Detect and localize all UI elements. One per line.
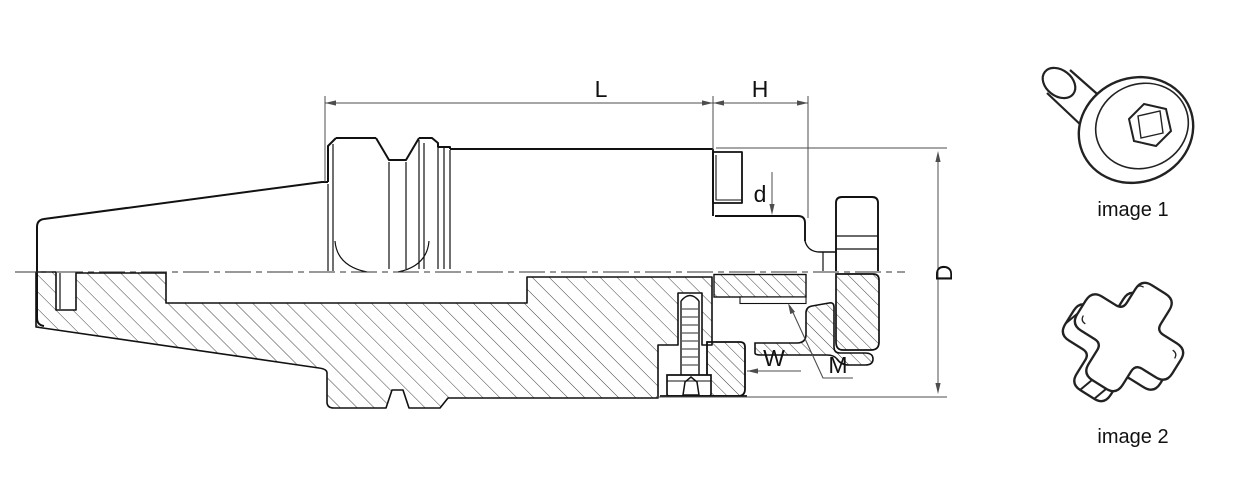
dim-label-H: H [752, 76, 769, 102]
arrow-D-bottom [935, 383, 941, 394]
inset-caption-1: image 1 [1097, 199, 1168, 221]
arbor-body-section [35, 271, 713, 409]
flange-top-right [419, 137, 451, 149]
spigot-fillet-washer [804, 240, 836, 253]
cross-key-edge-2 [1079, 379, 1093, 391]
arrow-d-down [769, 204, 775, 215]
clamp-screw-head-section [835, 273, 880, 351]
arrow-H-right [797, 100, 808, 106]
dimensions [324, 96, 947, 398]
arrow-H-left [713, 100, 724, 106]
flange-projection-lines [59, 140, 451, 309]
section-lower-half [35, 271, 880, 409]
dim-label-W: W [763, 345, 785, 371]
pilot-spigot-outline [715, 215, 806, 241]
cutter-hub-section [754, 302, 874, 366]
dim-label-d: d [754, 181, 767, 207]
hex-socket-inner [1137, 110, 1164, 139]
dim-label-D: D [931, 265, 957, 282]
elevation-upper-half [36, 137, 879, 397]
cross-key-front-face [1073, 281, 1185, 393]
flange-front-face [327, 137, 337, 182]
screw-shank-dome [680, 294, 700, 302]
screw-shank-end [1041, 66, 1077, 100]
screw-thread-ticks [682, 308, 698, 366]
cross-key-face-detail-3 [1081, 315, 1086, 325]
dimension-arrowheads [325, 100, 941, 394]
arrow-L-left [325, 100, 336, 106]
hub-section-block [713, 273, 807, 298]
leader-line-M [789, 305, 853, 379]
inset-image-1-screw [1041, 66, 1195, 185]
taper-shank-top-edge [43, 181, 328, 220]
bore-fillet-arc-right [397, 240, 430, 273]
drive-key-section-block [706, 341, 746, 397]
drive-key-elevation [712, 151, 743, 204]
cross-key-face-detail-1 [1134, 285, 1144, 290]
inset-image-2-cross-key [1061, 281, 1185, 403]
clamp-screw-head-elevation [835, 196, 879, 271]
inset-caption-2: image 2 [1097, 426, 1168, 448]
cross-key-edge-3 [1093, 388, 1107, 400]
arrow-D-top [935, 151, 941, 162]
cross-key-face-detail-2 [1172, 349, 1177, 359]
screw-shank-side-bottom [1046, 92, 1084, 128]
arrow-W-left [747, 368, 758, 374]
key-retaining-screw [666, 294, 712, 397]
flange-v-groove [375, 137, 420, 161]
arrow-M-tip [788, 303, 795, 315]
screw-flange-rim [1094, 82, 1190, 170]
dim-label-M: M [828, 352, 847, 378]
hex-socket-icon [682, 376, 700, 396]
bore-fillet-arc-left [334, 240, 368, 273]
drive-key-inner-edge [715, 155, 742, 201]
arrow-L-right [702, 100, 713, 106]
cross-key-edge-1 [1064, 313, 1078, 325]
dim-label-L: L [595, 76, 608, 102]
thread-engagement-strip [739, 296, 807, 305]
